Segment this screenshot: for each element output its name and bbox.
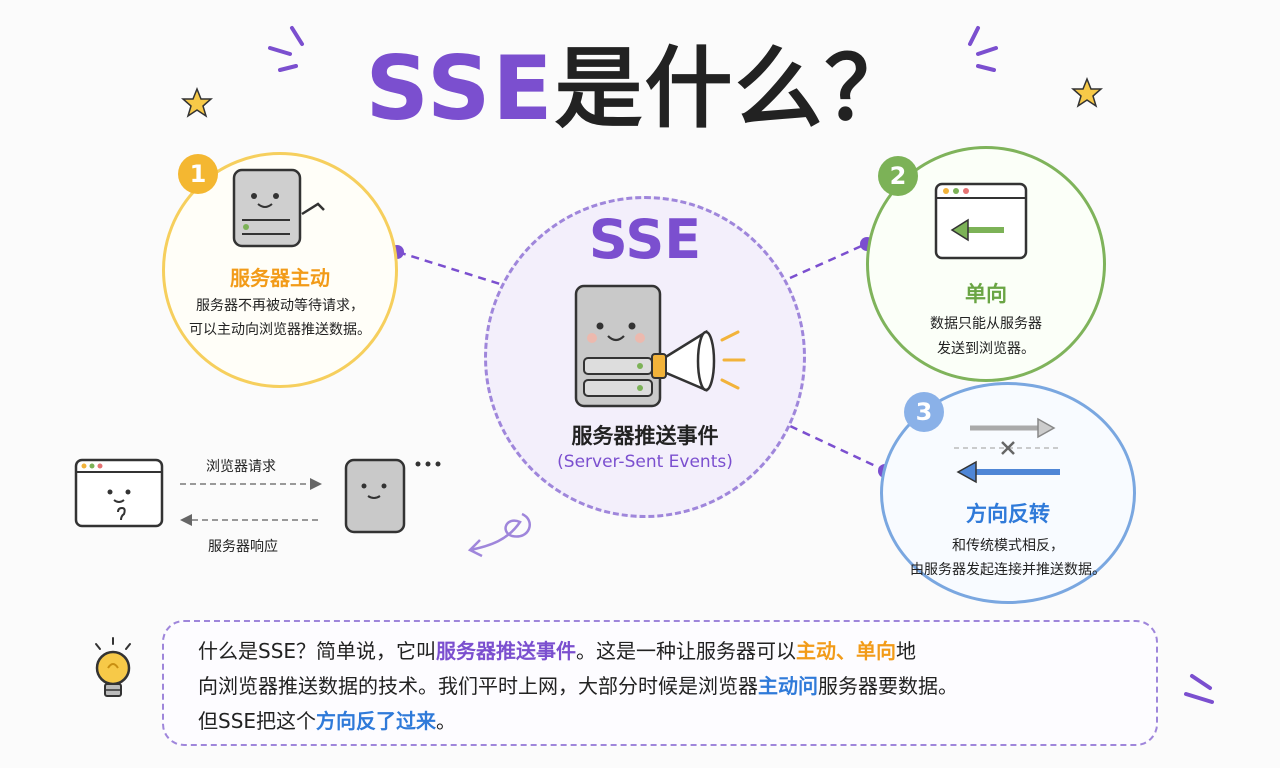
sparkle-lines-right bbox=[968, 26, 998, 72]
lightbulb-icon bbox=[95, 637, 131, 697]
summary-text: 什么是SSE？简单说，它叫服务器推送事件。这是一种让服务器可以主动、单向地 向浏… bbox=[198, 634, 1138, 739]
badge-2: 2 bbox=[878, 156, 918, 196]
sparkle-lines-left bbox=[268, 26, 304, 72]
summary-line-3: 但SSE把这个方向反了过来。 bbox=[198, 709, 457, 733]
title-sse: SSE bbox=[365, 37, 555, 140]
card-2-title: 单向 bbox=[965, 282, 1007, 306]
browser-icon bbox=[74, 458, 164, 528]
badge-3: 3 bbox=[904, 392, 944, 432]
swirl-arrow bbox=[469, 512, 531, 552]
card-1-title: 服务器主动 bbox=[230, 266, 330, 290]
card-3-desc-1: 和传统模式相反， bbox=[952, 538, 1064, 554]
card-1-desc-1: 服务器不再被动等待请求， bbox=[196, 298, 364, 314]
card-2-desc-2: 发送到浏览器。 bbox=[937, 341, 1035, 357]
summary-line-2: 向浏览器推送数据的技术。我们平时上网，大部分时候是浏览器主动问服务器要数据。 bbox=[198, 674, 958, 698]
card-3-desc-2: 由服务器发起连接并推送数据。 bbox=[910, 562, 1106, 578]
badge-1: 1 bbox=[178, 154, 218, 194]
response-label: 服务器响应 bbox=[208, 539, 278, 555]
star-icon bbox=[181, 86, 213, 118]
request-label: 浏览器请求 bbox=[206, 459, 276, 475]
card-3-title: 方向反转 bbox=[966, 502, 1050, 526]
center-label: SSE bbox=[588, 208, 702, 271]
request-response-arrows bbox=[180, 478, 322, 526]
summary-box bbox=[162, 620, 1158, 746]
connector-1 bbox=[397, 250, 501, 286]
server-icon bbox=[232, 168, 325, 248]
center-english: (Server-Sent Events) bbox=[557, 452, 733, 472]
connector-3 bbox=[789, 424, 885, 472]
card-2-desc-1: 数据只能从服务器 bbox=[930, 316, 1042, 332]
sparkle-lines-bottom-right bbox=[1184, 674, 1214, 704]
connector-2 bbox=[789, 242, 867, 280]
reverse-arrows-icon bbox=[954, 417, 1062, 484]
card-1-desc-2: 可以主动向浏览器推送数据。 bbox=[189, 322, 371, 338]
title-rest: 是什么？ bbox=[554, 37, 915, 140]
server-megaphone-icon bbox=[574, 284, 746, 408]
browser-left-arrow-icon bbox=[934, 182, 1028, 260]
star-icon bbox=[1071, 76, 1103, 108]
center-name: 服务器推送事件 bbox=[571, 424, 719, 448]
page-title: SSE是什么？ bbox=[0, 18, 1280, 145]
summary-line-1: 什么是SSE？简单说，它叫服务器推送事件。这是一种让服务器可以主动、单向地 bbox=[198, 639, 917, 663]
server-waiting-icon bbox=[344, 458, 441, 534]
